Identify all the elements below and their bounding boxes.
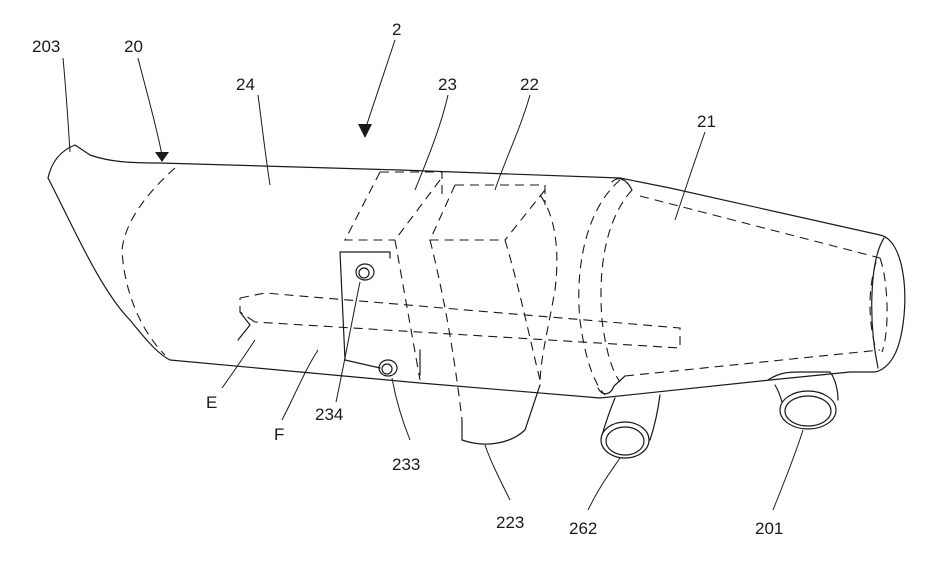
port-201 <box>768 372 838 429</box>
label-2: 2 <box>392 20 401 39</box>
reference-labels: 203 20 2 24 23 22 21 E F 234 233 223 262… <box>32 20 783 538</box>
label-234: 234 <box>315 405 343 424</box>
hidden-lines <box>122 168 887 395</box>
rod <box>238 293 680 348</box>
label-E: E <box>206 393 217 412</box>
block-22 <box>430 185 557 444</box>
label-201: 201 <box>755 519 783 538</box>
label-F: F <box>274 425 284 444</box>
port-262 <box>601 395 660 458</box>
leader-lines <box>63 40 803 510</box>
label-233: 233 <box>392 455 420 474</box>
label-20: 20 <box>124 37 143 56</box>
label-24: 24 <box>236 75 255 94</box>
label-262: 262 <box>569 519 597 538</box>
collar-ring <box>598 179 632 394</box>
label-22: 22 <box>520 75 539 94</box>
label-23: 23 <box>438 75 457 94</box>
block-23 <box>340 172 442 380</box>
label-203: 203 <box>32 37 60 56</box>
label-223: 223 <box>496 513 524 532</box>
label-21: 21 <box>697 112 716 131</box>
holes <box>356 264 397 376</box>
